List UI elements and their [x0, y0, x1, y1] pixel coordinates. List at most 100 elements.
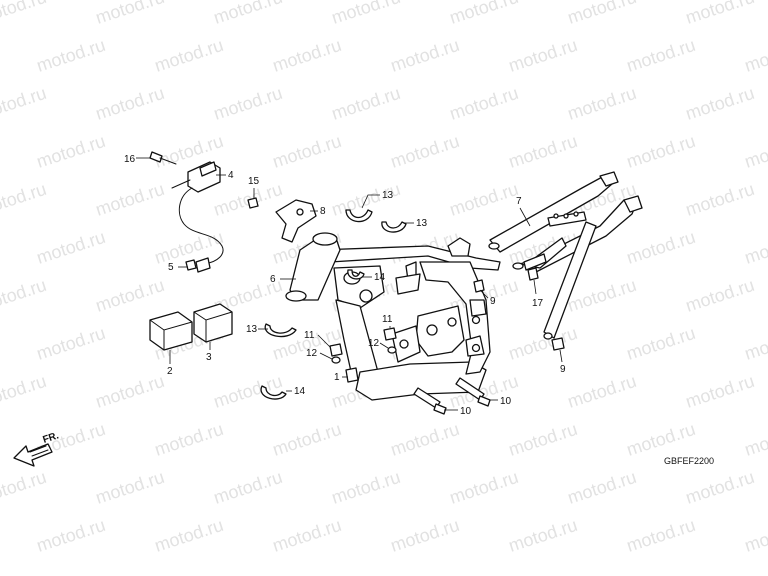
leader-line	[533, 279, 537, 295]
clamp-band-left	[264, 323, 297, 338]
watermark-text: motod.ru	[329, 83, 403, 124]
callout-number: 14	[294, 386, 306, 397]
leader-line	[319, 352, 333, 360]
watermark-text: motod.ru	[624, 419, 698, 460]
leader-line	[559, 349, 563, 363]
watermark-text: motod.ru	[565, 275, 639, 316]
callout-5: 5	[168, 262, 188, 273]
callout-number: 14	[374, 272, 386, 283]
watermark-text: motod.ru	[683, 275, 757, 316]
watermark-text: motod.ru	[388, 419, 462, 460]
watermark-text: motod.ru	[565, 467, 639, 508]
front-direction-label: FR.	[42, 430, 61, 446]
watermark-text: motod.ru	[270, 419, 344, 460]
watermark-text: motod.ru	[388, 515, 462, 556]
callout-11: 11	[304, 330, 331, 348]
callout-9: 9	[479, 289, 496, 307]
watermark-text: motod.ru	[211, 83, 285, 124]
watermark-text: motod.ru	[447, 467, 521, 508]
callout-12: 12	[368, 338, 389, 349]
bolt-16	[149, 151, 177, 165]
nut-11-a	[329, 343, 343, 357]
callout-1: 1	[334, 372, 348, 383]
watermark-text: motod.ru	[742, 515, 768, 556]
watermark-text: motod.ru	[34, 515, 108, 556]
bolt-15	[247, 197, 259, 209]
watermark-text: motod.ru	[93, 371, 167, 412]
callout-number: 5	[168, 262, 174, 273]
callout-number: 9	[560, 364, 566, 375]
watermark-text: motod.ru	[742, 419, 768, 460]
watermark-text: motod.ru	[34, 227, 108, 268]
watermark-text: motod.ru	[329, 0, 403, 28]
callout-number: 9	[490, 296, 496, 307]
frame-bolt-1	[345, 367, 359, 383]
nut-11-b	[383, 327, 397, 341]
watermark-text: motod.ru	[0, 0, 49, 28]
callout-number: 2	[167, 366, 173, 377]
watermark-text: motod.ru	[683, 0, 757, 28]
watermark-text: motod.ru	[270, 35, 344, 76]
callout-10: 10	[444, 406, 472, 417]
watermark-text: motod.ru	[683, 179, 757, 220]
callout-number: 12	[306, 348, 318, 359]
watermark-text: motod.ru	[270, 131, 344, 172]
watermark-text: motod.ru	[93, 179, 167, 220]
callout-number: 4	[228, 170, 234, 181]
callout-number: 13	[246, 324, 258, 335]
watermark-text: motod.ru	[742, 323, 768, 364]
watermark-text: motod.ru	[565, 83, 639, 124]
callout-number: 10	[500, 396, 512, 407]
callout-number: 13	[416, 218, 428, 229]
watermark-text: motod.ru	[565, 0, 639, 28]
watermark-text: motod.ru	[152, 35, 226, 76]
watermark-text: motod.ru	[211, 371, 285, 412]
watermark-text: motod.ru	[624, 35, 698, 76]
callout-number: 13	[382, 190, 394, 201]
washer-12-a	[331, 356, 341, 364]
watermark-text: motod.ru	[683, 467, 757, 508]
watermark-text: motod.ru	[447, 179, 521, 220]
watermark-text: motod.ru	[506, 131, 580, 172]
watermark-text: motod.ru	[447, 83, 521, 124]
callout-number: 16	[124, 154, 136, 165]
callout-9: 9	[559, 349, 566, 375]
ignition-coil	[171, 161, 224, 273]
clamp-band-lower	[260, 385, 287, 400]
diagram-code: GBFEF2200	[664, 456, 714, 466]
watermark-text: motod.ru	[93, 0, 167, 28]
callout-number: 1	[334, 372, 340, 383]
callout-number: 11	[382, 314, 393, 325]
watermark-text: motod.ru	[0, 467, 49, 508]
callout-2: 2	[167, 350, 173, 377]
watermark-text: motod.ru	[683, 371, 757, 412]
callout-13: 13	[361, 190, 394, 209]
leader-line	[519, 207, 531, 227]
watermark-text: motod.ru	[0, 179, 49, 220]
watermark-text: motod.ru	[742, 35, 768, 76]
watermark-text: motod.ru	[506, 323, 580, 364]
watermark-text: motod.ru	[270, 515, 344, 556]
watermark-text: motod.ru	[388, 35, 462, 76]
callout-13: 13	[404, 218, 428, 229]
callout-15: 15	[248, 176, 260, 198]
callout-number: 11	[304, 330, 315, 341]
watermark-text: motod.ru	[0, 371, 49, 412]
watermark-text: motod.ru	[624, 323, 698, 364]
watermark-text: motod.ru	[624, 131, 698, 172]
watermark-text: motod.ru	[211, 467, 285, 508]
callout-16: 16	[124, 154, 150, 165]
clamp-band-head	[347, 269, 365, 280]
clamp-band-upper-left	[345, 209, 373, 223]
callout-number: 15	[248, 176, 260, 187]
bolt-9-b	[551, 337, 565, 351]
watermark-text: motod.ru	[34, 323, 108, 364]
frame-body	[285, 232, 501, 401]
watermark-text: motod.ru	[93, 83, 167, 124]
bolt-10-b	[455, 377, 491, 407]
callout-8: 8	[310, 206, 326, 217]
watermark-text: motod.ru	[506, 419, 580, 460]
watermark-text: motod.ru	[93, 275, 167, 316]
